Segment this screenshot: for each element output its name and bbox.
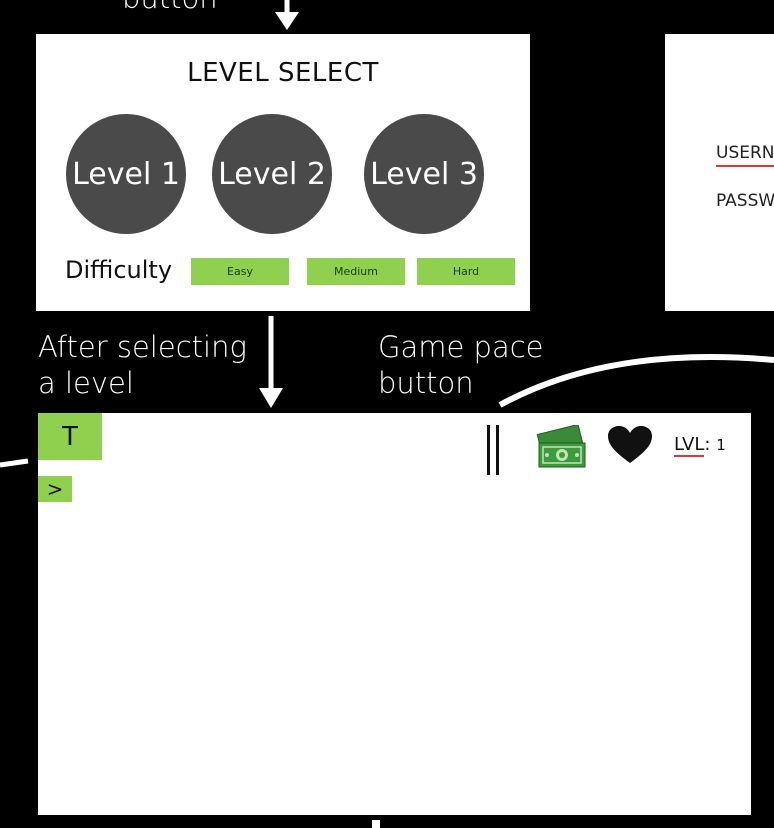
annotation-after-selecting-line2: a level <box>38 366 134 400</box>
difficulty-easy-label: Easy <box>227 265 253 278</box>
annotation-after-selecting: After selecting a level <box>38 329 247 401</box>
game-panel: T > LVL: 1 <box>38 413 751 815</box>
annotation-after-selecting-line1: After selecting <box>38 330 247 364</box>
level-3-label: Level 3 <box>370 156 478 192</box>
annotation-game-pace: Game pace button <box>378 329 544 401</box>
money-icon <box>536 423 586 468</box>
pause-button[interactable] <box>482 425 506 477</box>
login-panel: USERN PASSW <box>665 34 774 311</box>
speed-button[interactable]: > <box>38 476 72 502</box>
level-1-button[interactable]: Level 1 <box>66 114 186 234</box>
arrow-head-level-select <box>275 12 299 30</box>
level-2-button[interactable]: Level 2 <box>212 114 332 234</box>
level-indicator-label: LVL <box>674 434 705 457</box>
level-select-title: LEVEL SELECT <box>187 58 379 88</box>
heart-icon <box>608 426 652 463</box>
tower-button[interactable]: T <box>38 413 102 460</box>
difficulty-medium-label: Medium <box>334 265 378 278</box>
level-1-label: Level 1 <box>72 156 180 192</box>
level-indicator-value: 1 <box>716 436 726 454</box>
difficulty-hard-label: Hard <box>452 265 480 278</box>
money-display <box>535 423 589 469</box>
tower-button-label: T <box>62 421 78 452</box>
password-label: PASSW <box>716 191 774 211</box>
username-label: USERN <box>716 143 774 163</box>
annotation-game-pace-line2: button <box>378 366 474 400</box>
lives-display <box>607 425 653 465</box>
level-3-button[interactable]: Level 3 <box>364 114 484 234</box>
level-select-panel: LEVEL SELECT Level 1 Level 2 Level 3 Dif… <box>36 34 530 311</box>
arrow-head-game <box>259 388 283 408</box>
difficulty-label: Difficulty <box>65 256 173 284</box>
level-indicator-sep: : <box>704 434 711 455</box>
difficulty-easy-button[interactable]: Easy <box>191 258 289 285</box>
game-pace-curve <box>498 354 774 408</box>
level-2-label: Level 2 <box>218 156 326 192</box>
username-underline <box>716 165 774 167</box>
left-connector <box>0 458 29 468</box>
level-indicator: LVL: 1 <box>674 434 726 457</box>
difficulty-hard-button[interactable]: Hard <box>417 258 515 285</box>
annotation-game-pace-line1: Game pace <box>378 330 544 364</box>
annotation-top-partial: button <box>122 0 218 16</box>
speed-button-label: > <box>46 477 64 501</box>
difficulty-medium-button[interactable]: Medium <box>307 258 405 285</box>
pause-icon <box>487 425 499 475</box>
